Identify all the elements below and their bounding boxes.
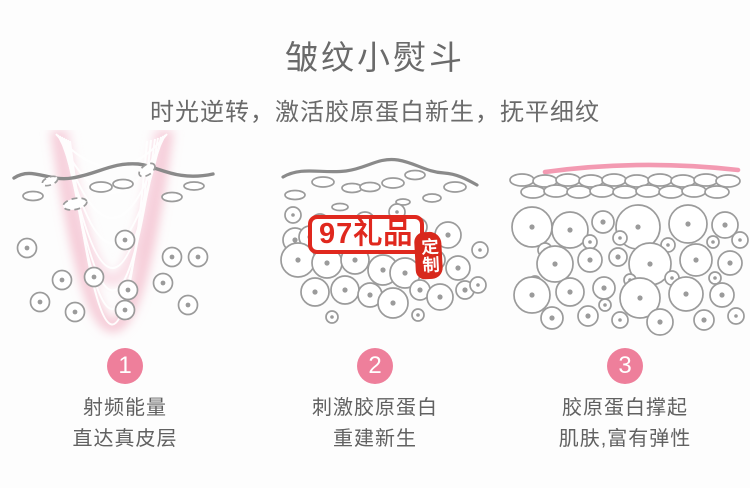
diagram-rf-energy-penetrating-dermis (12, 130, 215, 333)
stages-row: 1 射频能量 直达真皮层 2 刺激胶原蛋白 重建新生 (0, 130, 750, 455)
step-caption-3: 胶原蛋白撑起 肌肤,富有弹性 (559, 393, 692, 455)
step-caption-2: 刺激胶原蛋白 重建新生 (312, 393, 438, 455)
caption-line: 射频能量 (83, 397, 167, 419)
caption-line: 重建新生 (333, 428, 417, 450)
dermis-cells (16, 229, 209, 323)
caption-line: 肌肤,富有弹性 (558, 428, 692, 450)
stage-column-1: 1 射频能量 直达真皮层 (0, 130, 250, 455)
plump-collagen-cells (511, 204, 749, 336)
stage-column-2: 2 刺激胶原蛋白 重建新生 (250, 130, 500, 455)
step-caption-1: 射频能量 直达真皮层 (73, 393, 178, 455)
diagram-plump-elastic-skin (509, 162, 749, 336)
skin-surface-line (281, 157, 479, 187)
caption-line: 直达真皮层 (72, 428, 178, 450)
flattened-collagen-ellipses (22, 162, 205, 211)
stage-column-3: 3 胶原蛋白撑起 肌肤,富有弹性 (500, 130, 750, 455)
smooth-skin-surface-line (542, 162, 741, 175)
page-subtitle: 时光逆转，激活胶原蛋白新生，抚平细纹 (150, 99, 600, 126)
epidermis-ellipse-rows (509, 173, 741, 199)
step-badge-2: 2 (357, 348, 393, 384)
step-badge-1: 1 (107, 348, 143, 384)
page-title: 皱纹小熨斗 (285, 39, 465, 76)
collagen-ellipses (284, 169, 467, 212)
caption-line: 刺激胶原蛋白 (312, 397, 438, 419)
watermark-seal: 定制 (413, 231, 444, 280)
energy-glow (50, 130, 174, 333)
step-badge-3: 3 (607, 348, 643, 384)
watermark-label: 97礼品 (308, 215, 425, 254)
wrinkled-skin-surface-line (12, 162, 215, 181)
caption-line: 胶原蛋白撑起 (562, 397, 688, 419)
